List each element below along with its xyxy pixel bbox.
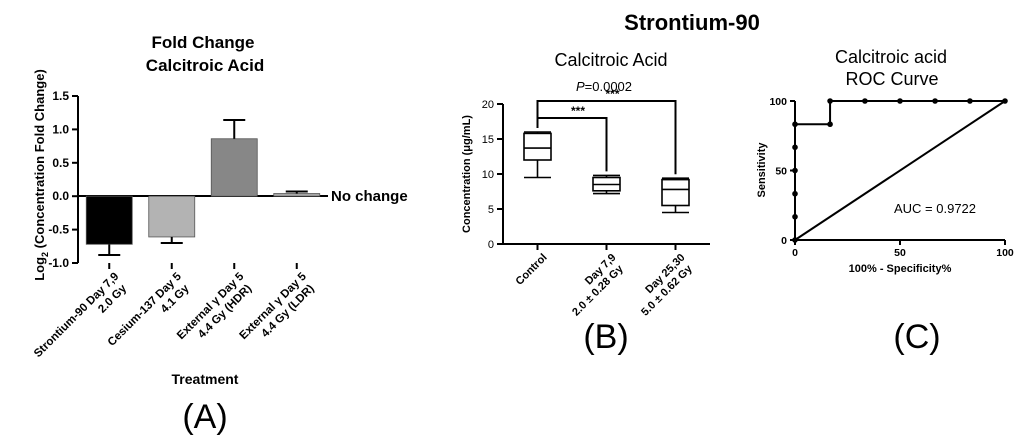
y-tick-label: 0.5 [52, 156, 69, 170]
panel-b: Calcitroic Acid P=0.0002 Concentration (… [461, 50, 710, 356]
x-tick-label: 0 [792, 247, 798, 259]
roc-point [897, 98, 903, 104]
bar [85, 195, 133, 245]
y-tick-label: 10 [482, 169, 494, 181]
bar [210, 138, 258, 197]
panel-c: Calcitroic acid ROC Curve Sensitivity 0 5… [756, 47, 1014, 356]
y-tick-label: 100 [769, 96, 787, 108]
panel-a-y-axis-label: Log2 (Concentration Fold Change) [32, 69, 50, 281]
panel-b-y-axis-label: Concentration (μg/mL) [461, 115, 473, 233]
x-tick-label: 50 [894, 247, 906, 259]
panel-c-label: (C) [893, 318, 940, 356]
x-tick-label-group: Control [513, 252, 549, 288]
x-tick-label: Control [513, 252, 549, 288]
roc-point [792, 190, 798, 197]
roc-point [792, 167, 798, 174]
y-tick-label: 0 [488, 239, 494, 251]
x-tick-label-group: Day 7,92.0 ± 0.28 Gy [570, 252, 626, 319]
panel-b-p-value: P=0.0002 [576, 79, 632, 94]
reference-diagonal [794, 100, 1006, 241]
panel-b-label: (B) [583, 318, 628, 356]
y-tick-label: 1.5 [52, 89, 69, 103]
roc-point [967, 98, 973, 104]
figure-title: Strontium-90 [624, 10, 760, 35]
x-tick-label-group: Day 25,305.0 ± 0.62 Gy [639, 252, 695, 319]
panel-c-auc-label: AUC = 0.9722 [894, 201, 976, 216]
y-tick-label: 20 [482, 99, 494, 111]
y-tick-label: -0.5 [48, 223, 69, 237]
y-tick-label: 50 [775, 166, 787, 178]
roc-point [827, 121, 833, 128]
roc-point [862, 98, 868, 104]
panel-a-x-axis-label: Treatment [172, 371, 239, 387]
roc-point [1002, 98, 1008, 104]
roc-point [827, 98, 833, 104]
box [661, 178, 690, 207]
significance-mark: *** [605, 87, 619, 101]
panel-b-title: Calcitroic Acid [554, 50, 667, 70]
panel-a-annotation: No change [331, 188, 408, 205]
bar [148, 195, 196, 238]
y-tick-label: 0 [781, 235, 787, 247]
bar [273, 193, 321, 197]
panel-a-title-line2: Calcitroic Acid [146, 56, 264, 75]
x-tick-label: Strontium-90 Day 7,9 [32, 271, 121, 360]
roc-point [792, 121, 798, 128]
panel-a-label: (A) [182, 398, 227, 436]
panel-c-x-axis-label: 100% - Specificity% [849, 263, 952, 275]
box [523, 132, 552, 161]
panel-a-title-line1: Fold Change [152, 33, 255, 52]
x-tick-label-group: Strontium-90 Day 7,92.0 Gy [32, 271, 130, 360]
significance-bracket [536, 100, 677, 175]
y-tick-label: 0.0 [52, 189, 69, 203]
roc-point [792, 237, 798, 243]
y-tick-label: 1.0 [52, 122, 69, 136]
panel-c-title-line2: ROC Curve [845, 69, 938, 89]
roc-point [932, 98, 938, 104]
roc-point [792, 144, 798, 151]
x-tick-label: 100 [996, 247, 1014, 259]
y-tick-label: 15 [482, 134, 494, 146]
roc-point [792, 213, 798, 220]
y-tick-label: 5 [488, 204, 494, 216]
x-tick-label-group: External γ Day 54.4 Gy (LDR) [238, 270, 317, 342]
y-tick-label: -1.0 [48, 256, 69, 270]
panel-a: Fold Change Calcitroic Acid Log2 (Concen… [32, 33, 408, 436]
panel-c-title-line1: Calcitroic acid [835, 47, 947, 67]
panel-c-y-axis-label: Sensitivity [756, 142, 768, 198]
significance-mark: *** [571, 104, 585, 118]
